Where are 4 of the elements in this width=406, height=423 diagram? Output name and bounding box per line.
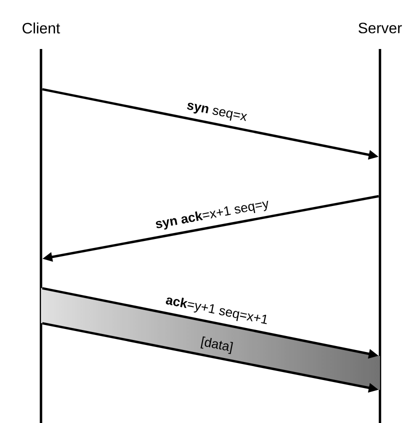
- participant-label: Client: [22, 22, 60, 34]
- edge-label: syn seq=x: [187, 102, 248, 122]
- edge-label: [data]: [200, 336, 234, 354]
- participant-label: Server: [358, 22, 402, 34]
